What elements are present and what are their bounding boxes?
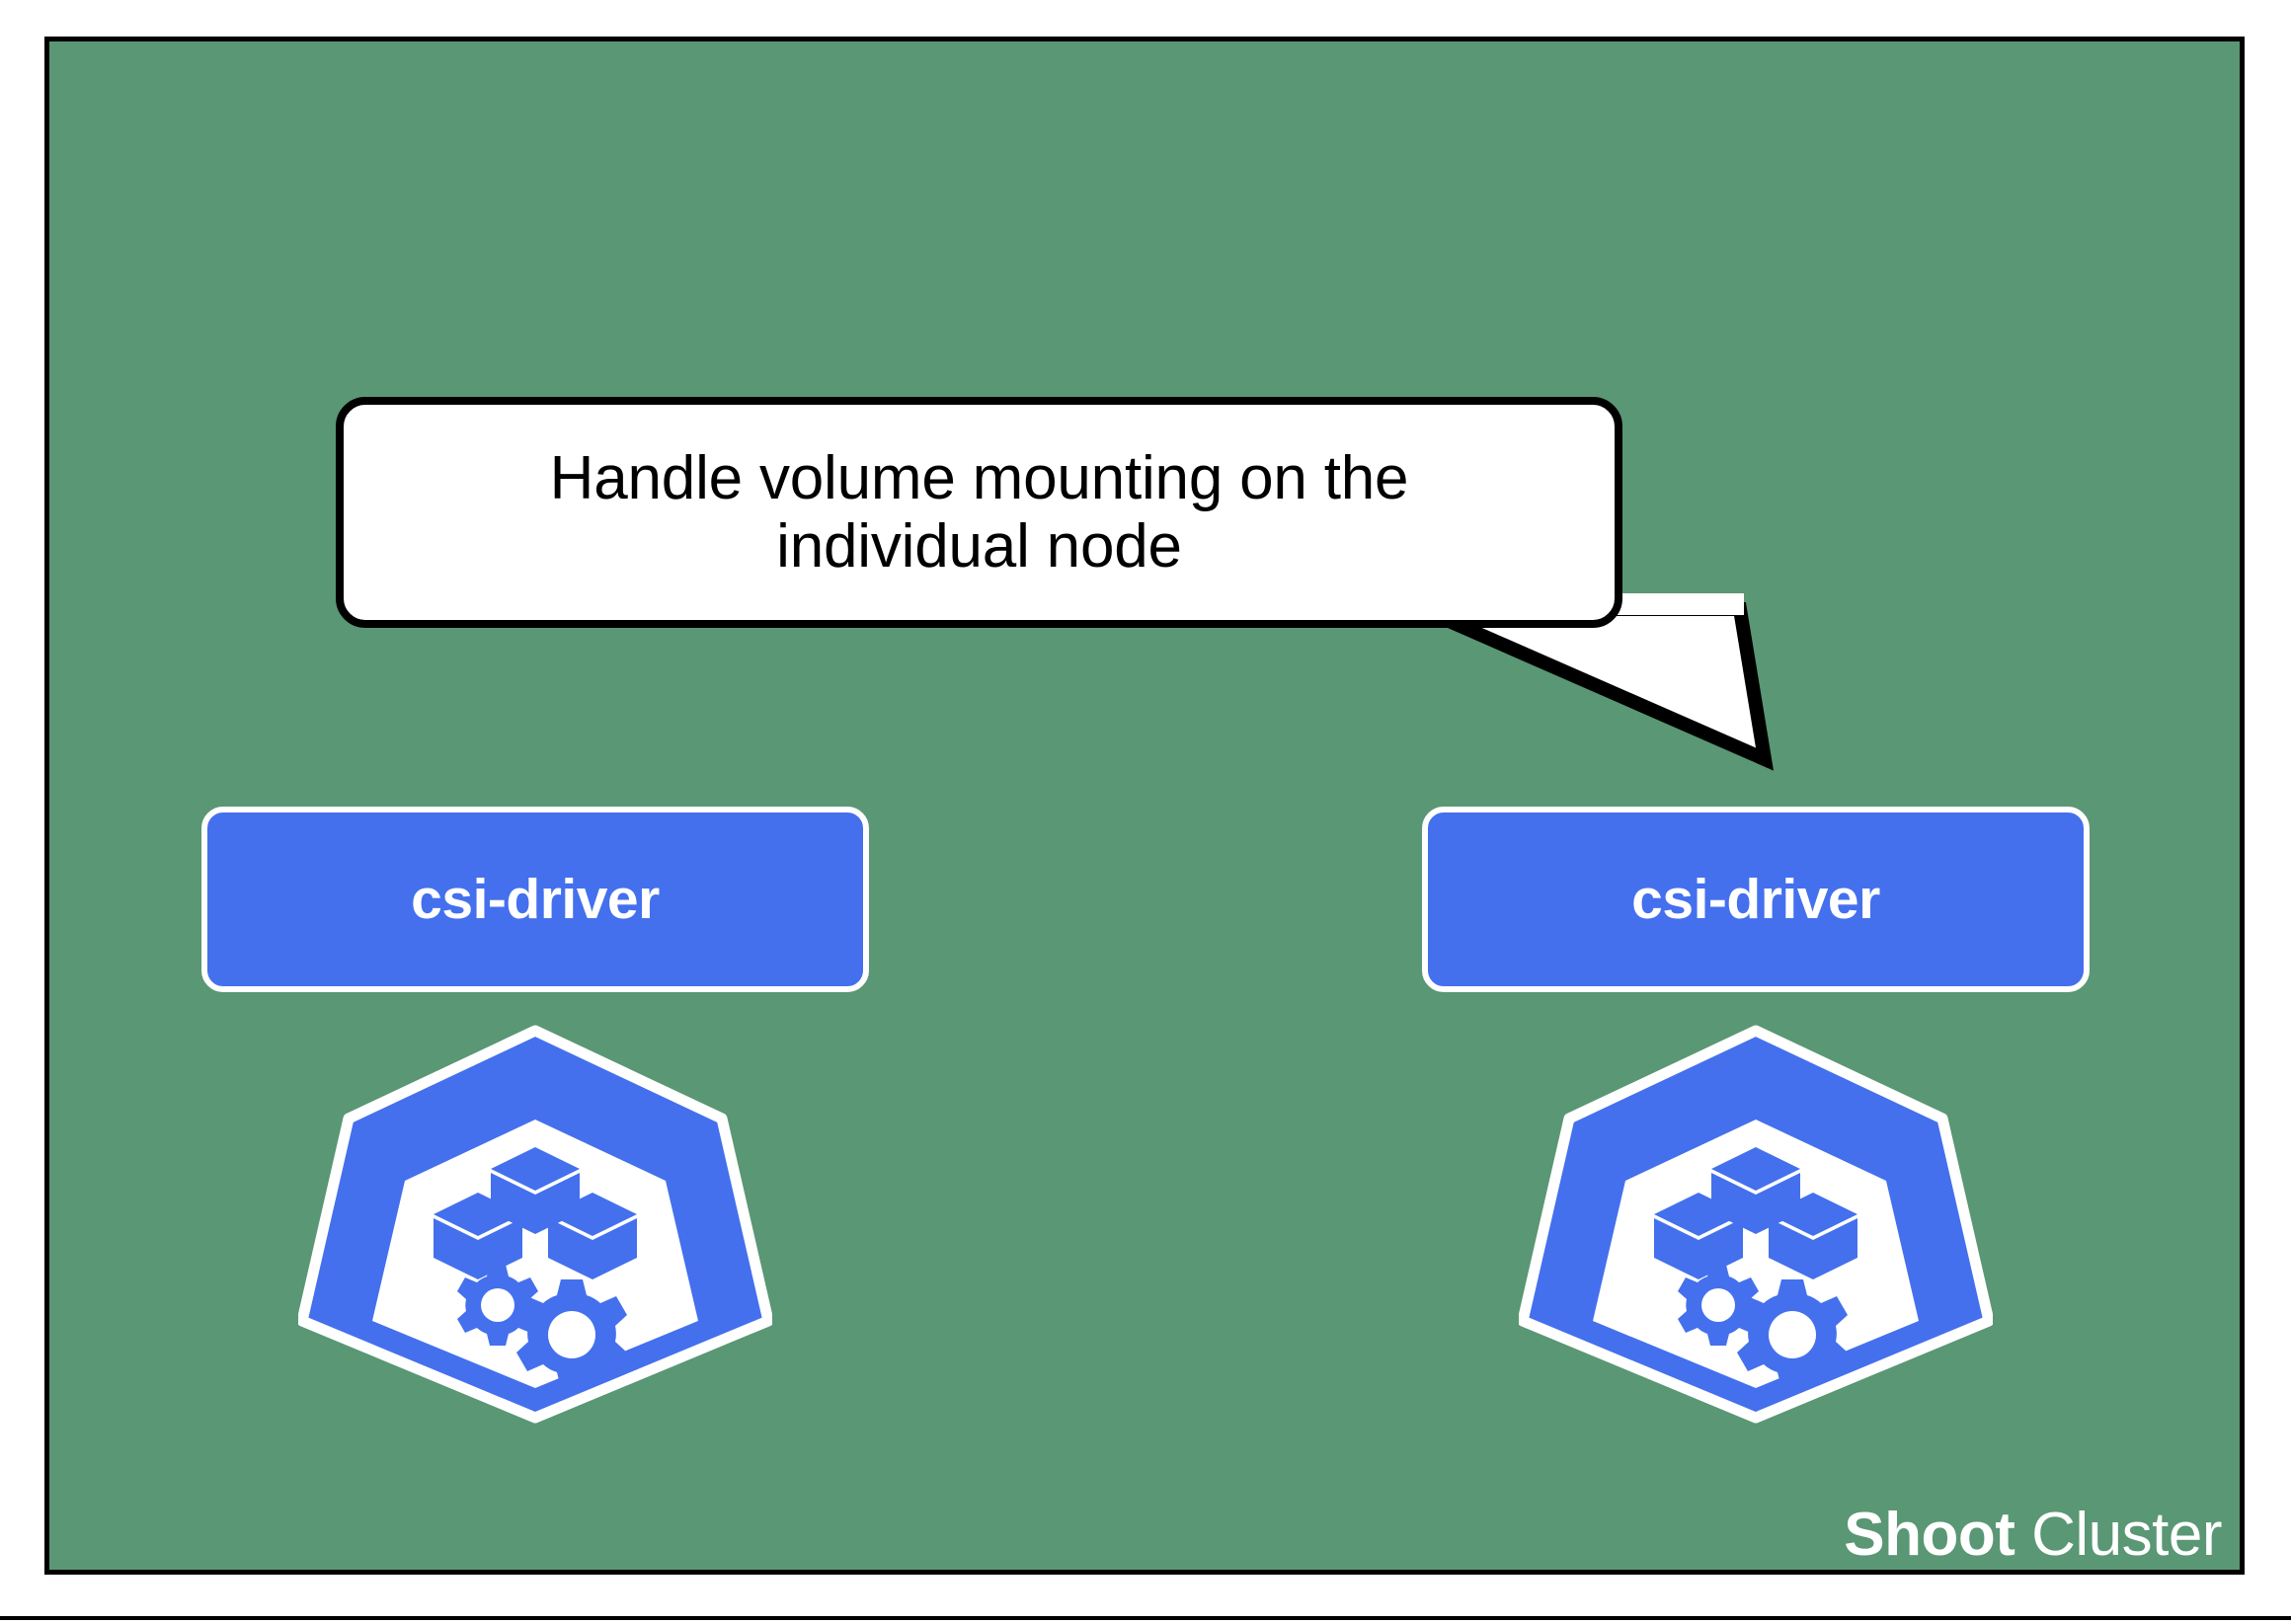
kubernetes-node-icon-left — [298, 1025, 772, 1424]
csi-driver-label-left: csi-driver — [411, 868, 660, 931]
node-gear-large — [1737, 1279, 1848, 1388]
node-cube-top — [1711, 1147, 1800, 1234]
cluster-caption-rest: Cluster — [2014, 1501, 2222, 1569]
callout-text: Handle volume mounting on the individual… — [549, 443, 1409, 580]
callout-tail-pointer — [1418, 593, 1774, 771]
node-gear-small — [1678, 1265, 1759, 1346]
node-cube-right — [1769, 1193, 1857, 1279]
cluster-caption-bold: Shoot — [1844, 1501, 2015, 1569]
callout-body: Handle volume mounting on the individual… — [336, 397, 1622, 628]
node-gear-large — [516, 1279, 627, 1388]
csi-driver-label-right: csi-driver — [1631, 868, 1880, 931]
node-cube-left — [1654, 1193, 1743, 1279]
csi-driver-box-left[interactable]: csi-driver — [201, 807, 869, 992]
node-cube-top — [491, 1147, 580, 1234]
kubernetes-node-icon-right — [1519, 1025, 1993, 1424]
callout-bubble: Handle volume mounting on the individual… — [336, 397, 1774, 771]
csi-driver-box-right[interactable]: csi-driver — [1422, 807, 2090, 992]
bottom-separator-rule — [0, 1616, 2291, 1620]
shoot-cluster-caption: Shoot Cluster — [1844, 1500, 2222, 1570]
node-cube-right — [548, 1193, 637, 1279]
node-gear-small — [457, 1265, 538, 1346]
node-cube-left — [434, 1193, 522, 1279]
